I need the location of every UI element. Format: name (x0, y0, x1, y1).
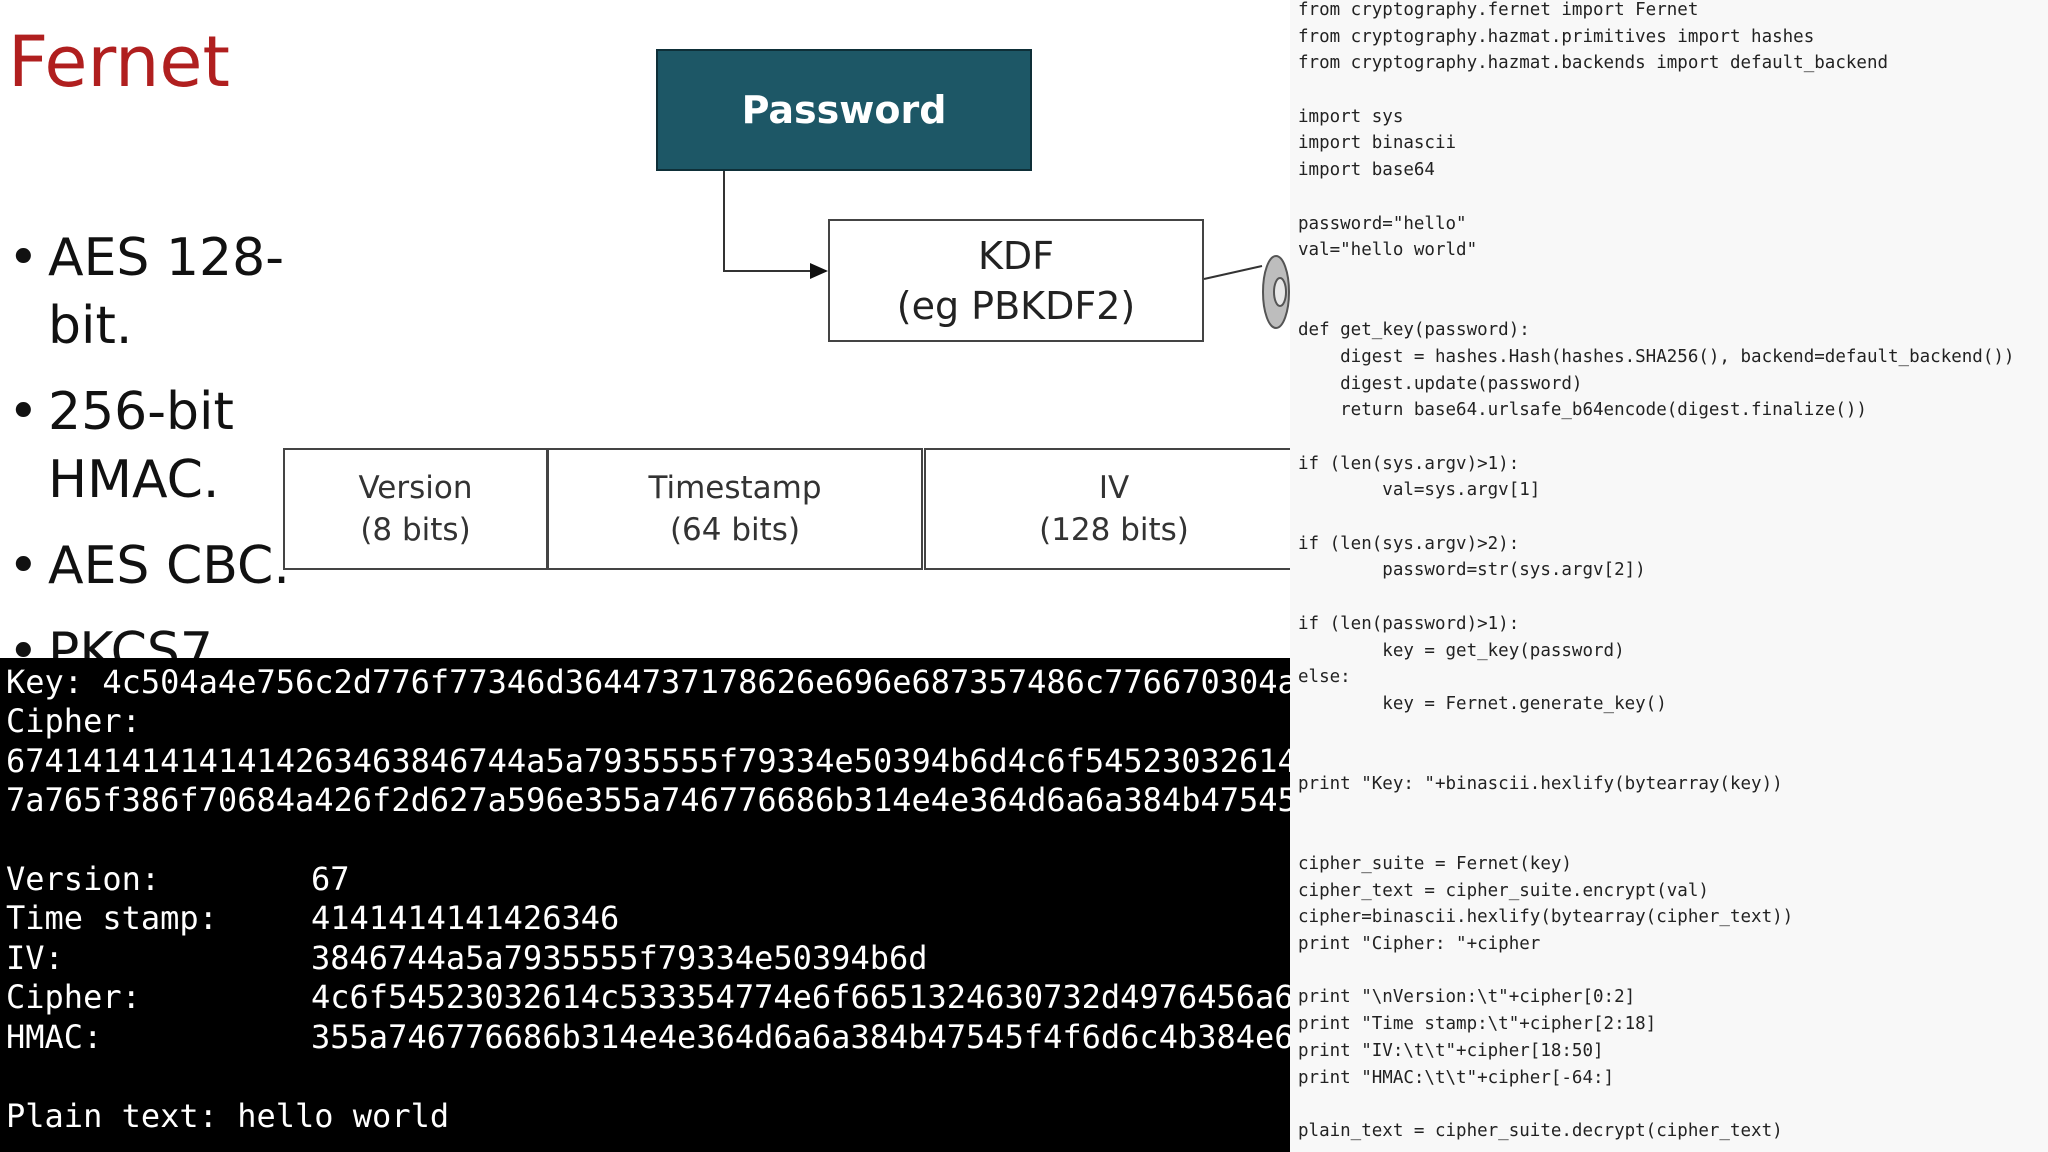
hmac-label: HMAC: (6, 1018, 103, 1056)
code-line: print "Key: "+binascii.hexlify(bytearray… (1298, 773, 1783, 794)
code-line: plain_text = cipher_suite.decrypt(cipher… (1298, 1120, 1783, 1141)
slide-panel: Fernet AES 128-bit. 256-bit HMAC. AES CB… (0, 0, 1290, 658)
code-line: from cryptography.hazmat.primitives impo… (1298, 26, 1815, 47)
kdf-to-key-line (1203, 265, 1263, 280)
code-line (1298, 424, 2014, 451)
code-line: else: (1298, 667, 1351, 688)
field-size: (64 bits) (669, 512, 801, 548)
code-listing: from cryptography.fernet import Fernet fr… (1298, 0, 2014, 1145)
terminal-output: Key: 4c504a4e756c2d776f77346d36447371786… (0, 658, 1290, 1152)
timestamp-value: 4141414141426346 (311, 899, 620, 937)
code-line: if (len(sys.argv)>2): (1298, 533, 1520, 554)
cipher-label: Cipher: (6, 702, 141, 740)
key-icon (1262, 255, 1290, 329)
bullet-item: 256-bit HMAC. (8, 378, 298, 514)
cipher-hex-line: 7a765f386f70684a426f2d627a596e355a746776… (6, 781, 1290, 819)
code-line: import sys (1298, 106, 1404, 127)
code-line (1298, 291, 2014, 318)
iv-label: IV: (6, 939, 64, 977)
field-name: Version (358, 470, 473, 506)
code-line: cipher_text = cipher_suite.encrypt(val) (1298, 880, 1709, 901)
code-line: if (len(password)>1): (1298, 613, 1520, 634)
iv-value: 3846744a5a7935555f79334e50394b6d (311, 939, 928, 977)
timestamp-label: Time stamp: (6, 899, 218, 937)
code-line: password="hello" (1298, 213, 1467, 234)
code-line: password=str(sys.argv[2]) (1298, 560, 1646, 581)
code-line: print "HMAC:\t\t"+cipher[-64:] (1298, 1067, 1615, 1088)
bullet-item: AES CBC. (8, 532, 298, 600)
code-line: print "Time stamp:\t"+cipher[2:18] (1298, 1014, 1657, 1035)
token-field-version: Version (8 bits) (283, 448, 548, 570)
password-to-kdf-arrow (723, 171, 826, 272)
arrow-head-icon (810, 263, 828, 279)
plain-text-output: Plain text: hello world (6, 1097, 450, 1135)
code-line (1298, 1091, 2014, 1118)
code-line: val="hello world" (1298, 240, 1478, 261)
cipher-field-value: 4c6f54523032614c533354774e6f665132463073… (311, 978, 1290, 1016)
kdf-box: KDF (eg PBKDF2) (828, 219, 1204, 342)
code-line: return base64.urlsafe_b64encode(digest.f… (1298, 400, 1867, 421)
password-label: Password (741, 88, 947, 132)
field-size: (8 bits) (360, 512, 471, 548)
code-line (1298, 504, 2014, 531)
code-line (1298, 744, 2014, 771)
code-line: from cryptography.fernet import Fernet (1298, 0, 1699, 20)
version-value: 67 (311, 860, 350, 898)
code-line: val=sys.argv[1] (1298, 480, 1541, 501)
code-line: print "Cipher: "+cipher (1298, 934, 1541, 955)
version-label: Version: (6, 860, 161, 898)
code-line: def get_key(password): (1298, 320, 1530, 341)
bullet-item: AES 128-bit. (8, 224, 298, 360)
code-line (1298, 824, 2014, 851)
kdf-example: (eg PBKDF2) (896, 283, 1136, 328)
field-name: Timestamp (648, 470, 822, 506)
code-line: cipher_suite = Fernet(key) (1298, 854, 1572, 874)
code-line: print "IV:\t\t"+cipher[18:50] (1298, 1040, 1604, 1061)
cipher-field-label: Cipher: (6, 978, 141, 1016)
code-line: print "\nVersion:\t"+cipher[0:2] (1298, 987, 1636, 1008)
code-line: digest = hashes.Hash(hashes.SHA256(), ba… (1298, 346, 2015, 367)
code-line: from cryptography.hazmat.backends import… (1298, 53, 1889, 74)
bullet-list: AES 128-bit. 256-bit HMAC. AES CBC. PKCS… (8, 224, 298, 658)
slide-title: Fernet (8, 21, 230, 103)
token-field-timestamp: Timestamp (64 bits) (547, 448, 923, 570)
diagram-connectors (723, 171, 1290, 329)
code-line (1298, 77, 2014, 104)
code-line: digest.update(password) (1298, 373, 1583, 394)
key-output: Key: 4c504a4e756c2d776f77346d36447371786… (6, 663, 1290, 701)
code-line (1298, 264, 2014, 291)
code-line (1298, 584, 2014, 611)
field-size: (128 bits) (1039, 512, 1189, 548)
code-line: key = Fernet.generate_key() (1298, 693, 1667, 714)
code-editor: from cryptography.fernet import Fernet fr… (1290, 0, 2048, 1152)
code-line (1298, 798, 2014, 825)
bullet-item: PKCS7 (8, 618, 298, 658)
code-line: cipher=binascii.hexlify(bytearray(cipher… (1298, 907, 1794, 928)
token-field-iv: IV (128 bits) (924, 448, 1290, 570)
hmac-value: 355a746776686b314e4e364d6a6a384b47545f4f… (311, 1018, 1290, 1056)
code-line: key = get_key(password) (1298, 640, 1625, 661)
password-box: Password (656, 49, 1032, 171)
code-line (1298, 718, 2014, 745)
cipher-hex-line: 674141414141414263463846744a5a7935555f79… (6, 742, 1290, 780)
code-line: import binascii (1298, 133, 1457, 154)
code-line (1298, 184, 2014, 211)
code-line: if (len(sys.argv)>1): (1298, 453, 1520, 474)
kdf-label: KDF (977, 233, 1055, 278)
field-name: IV (1098, 470, 1130, 506)
code-line (1298, 958, 2014, 985)
code-line: import base64 (1298, 160, 1435, 181)
